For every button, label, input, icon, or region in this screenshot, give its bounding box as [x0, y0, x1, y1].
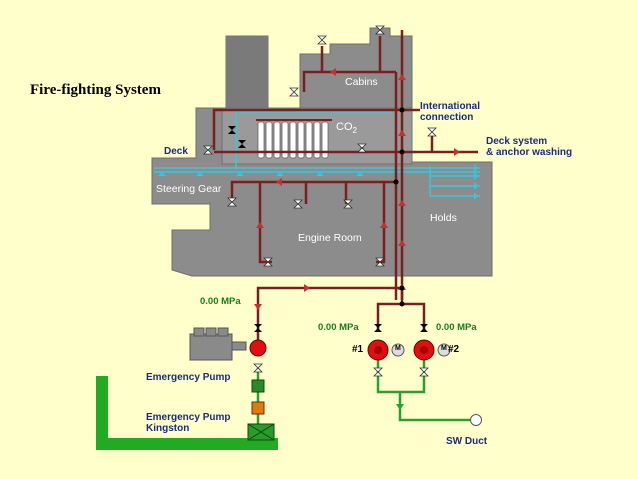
main-pump-2: [413, 324, 451, 377]
emergency-pump-valves: [254, 324, 262, 332]
emergency-pump-motor: [189, 327, 247, 361]
funnel: [226, 36, 268, 108]
motor-1-icon: M: [395, 345, 401, 352]
main-pump-1: [367, 324, 405, 377]
co2-cylinders: [257, 121, 329, 159]
label-steering-gear: Steering Gear: [156, 183, 222, 195]
label-sw-duct: SW Duct: [446, 436, 488, 447]
label-pump1: #1: [352, 344, 364, 355]
label-deck: Deck: [164, 146, 188, 157]
label-international-connection: International connection: [420, 101, 481, 123]
label-pump2: #2: [448, 344, 460, 355]
emergency-pump: [249, 339, 267, 357]
pressure-emergency: 0.00 MPa: [200, 296, 241, 307]
sea-chest: [96, 376, 278, 450]
sea-water-piping: [256, 350, 470, 430]
label-emergency-pump-kingston: Emergency Pump Kingston: [146, 412, 231, 434]
label-deck-system: Deck system & anchor washing: [486, 136, 573, 158]
motor-2-icon: M: [441, 345, 447, 352]
co2-distribution-lines: [154, 111, 480, 197]
pressure-pump2: 0.00 MPa: [436, 322, 477, 333]
junction-dots: [393, 107, 405, 307]
label-holds: Holds: [430, 212, 457, 224]
label-cabins: Cabins: [345, 76, 378, 88]
fire-main-piping: [212, 30, 478, 340]
co2-valves: [228, 126, 246, 148]
sw-duct-inlet: [470, 414, 482, 426]
label-emergency-pump: Emergency Pump: [146, 372, 231, 383]
pressure-pump1: 0.00 MPa: [318, 322, 359, 333]
valves: [203, 25, 437, 267]
co2-arrows: [158, 164, 478, 200]
label-engine-room: Engine Room: [298, 232, 362, 244]
diagram-title: Fire-fighting System: [30, 82, 161, 98]
label-co2: CO2: [336, 121, 357, 136]
